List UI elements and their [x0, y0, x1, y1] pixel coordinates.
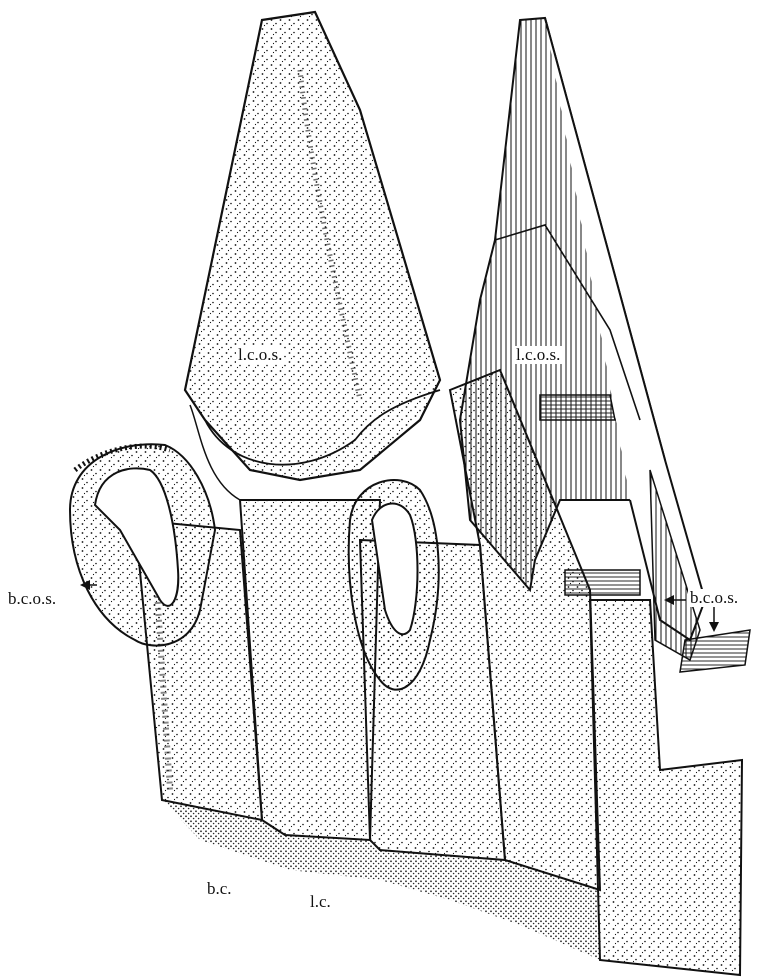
- label-bcos-left: b.c.o.s.: [6, 590, 58, 608]
- label-lcos-right: l.c.o.s.: [514, 346, 562, 364]
- label-lc: l.c.: [308, 893, 333, 911]
- label-lcos-left: l.c.o.s.: [236, 346, 284, 364]
- label-bc: b.c.: [205, 880, 234, 898]
- left-lingual-cone: [185, 12, 440, 500]
- label-bcos-right: b.c.o.s.: [688, 589, 740, 607]
- left-buccal-cusp-loop: [70, 444, 215, 645]
